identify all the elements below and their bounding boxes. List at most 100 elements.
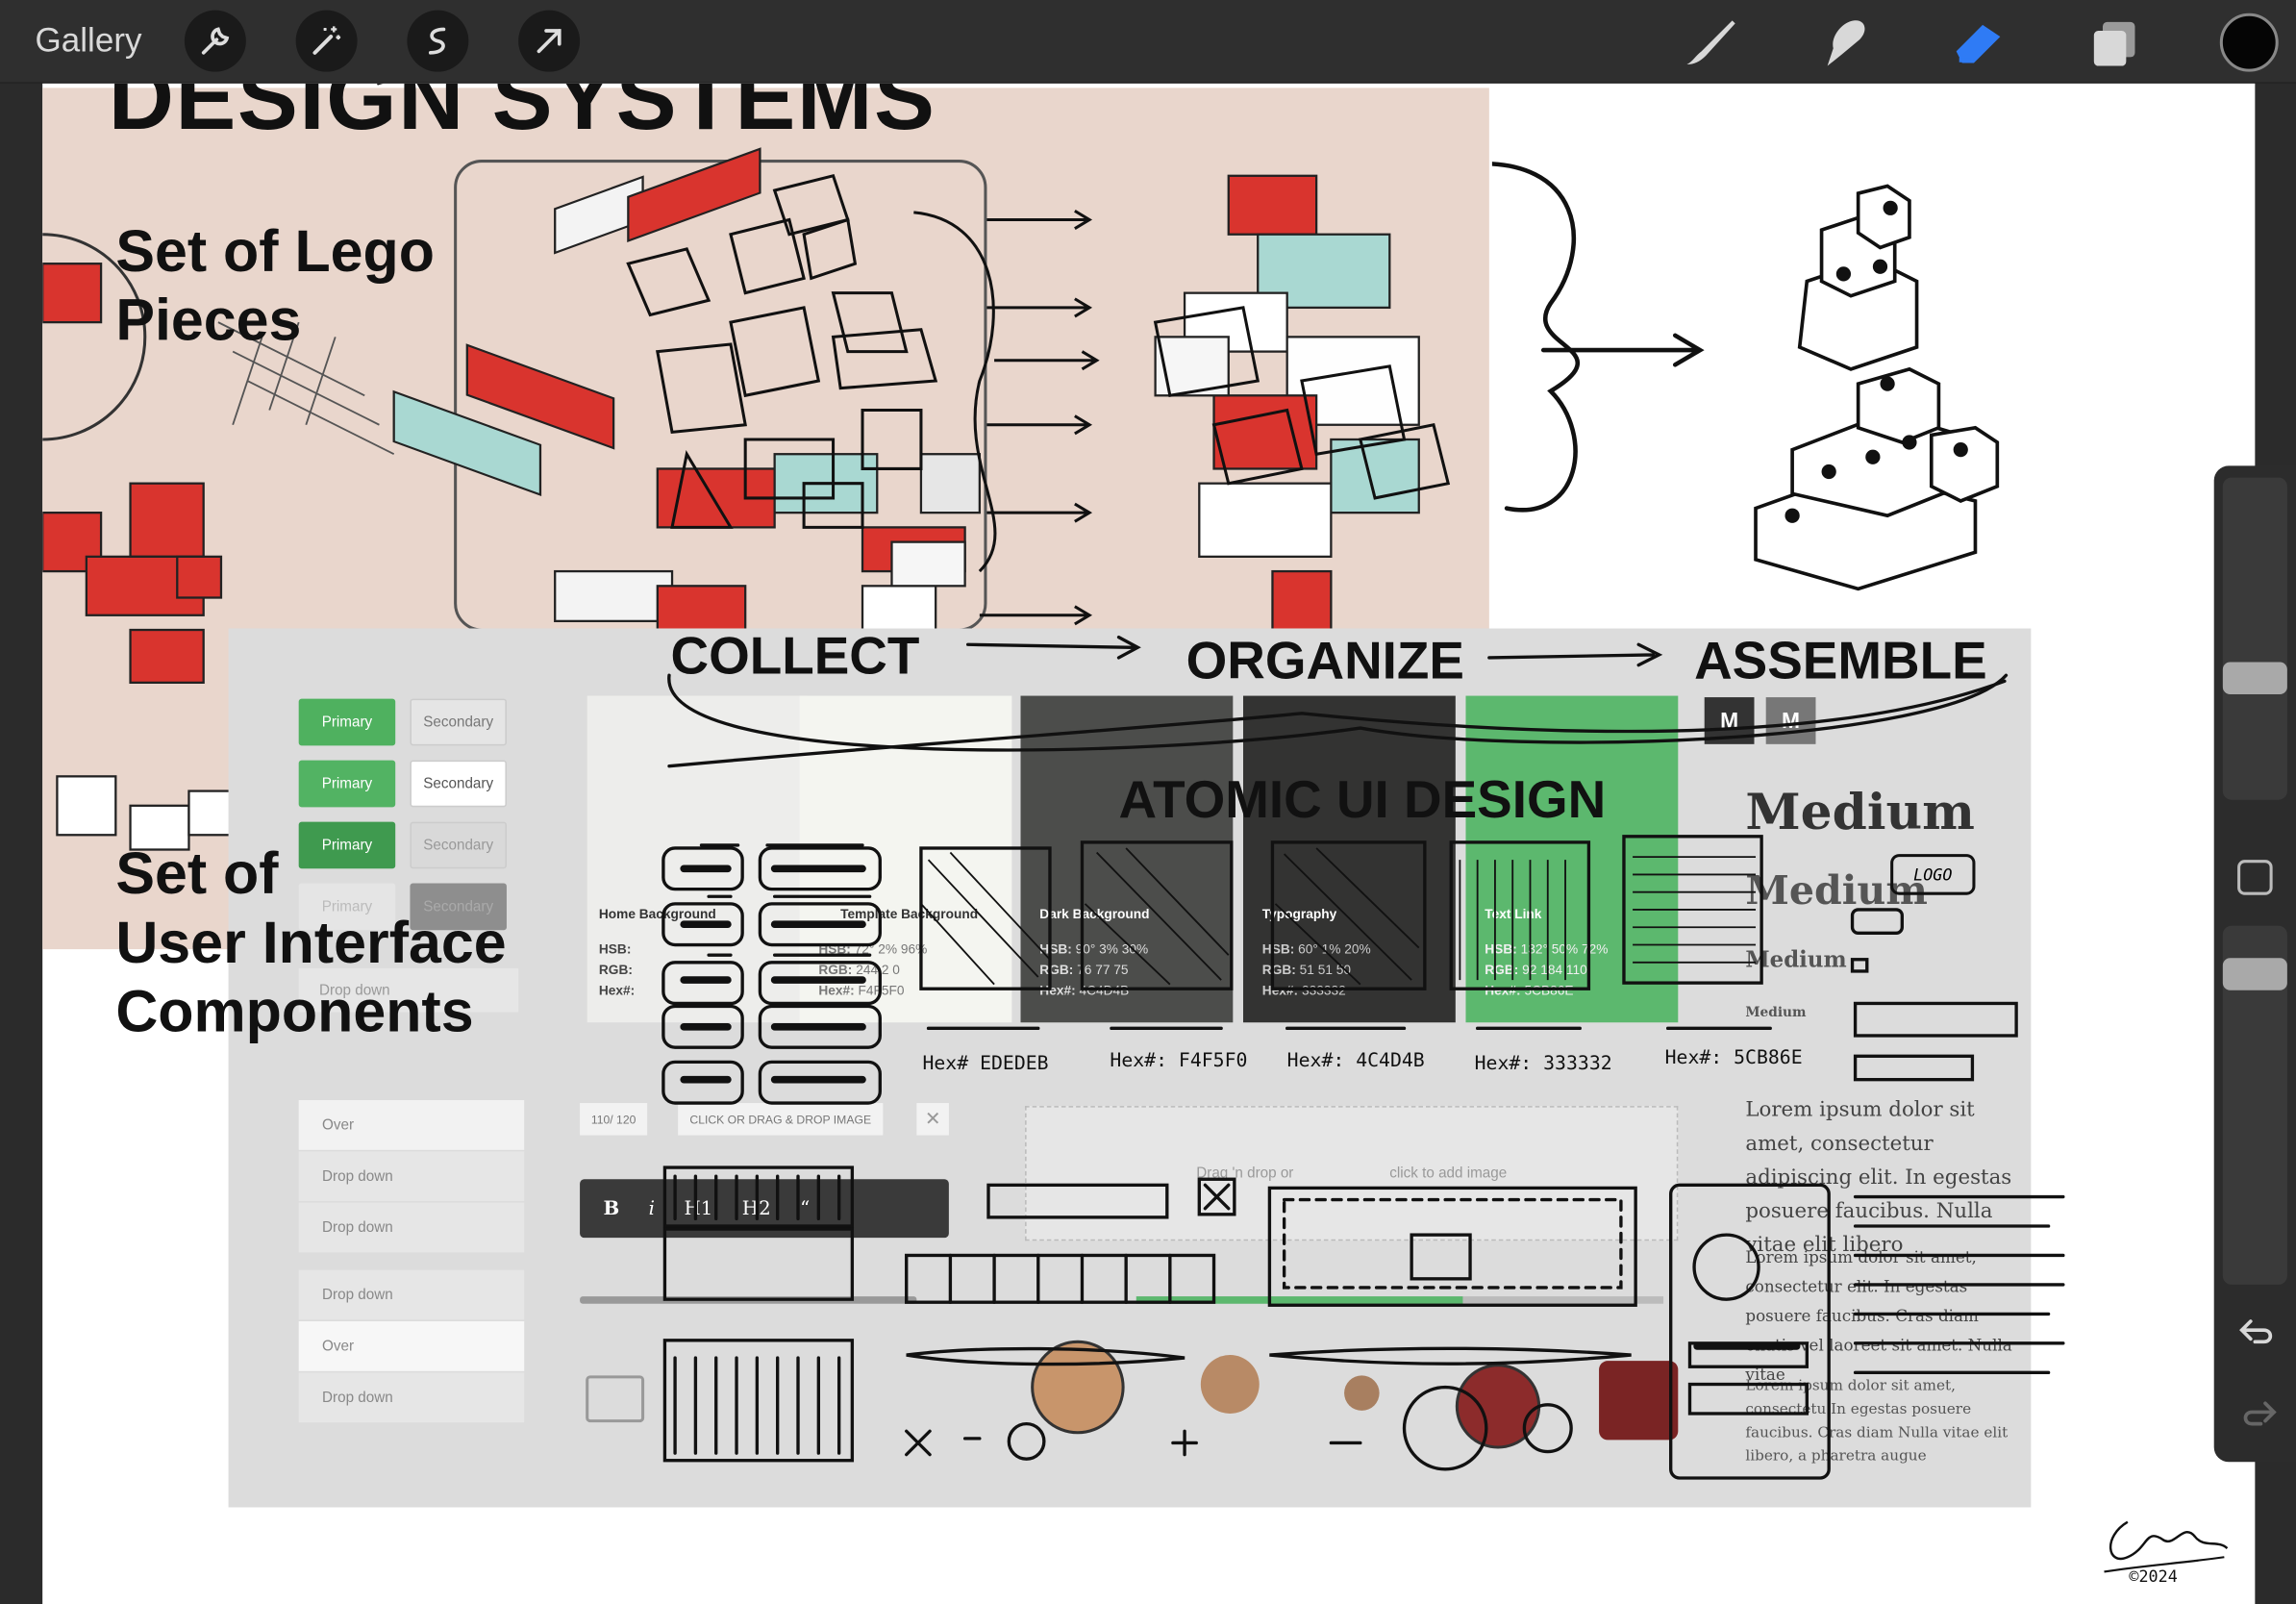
- avatar: [1599, 1361, 1679, 1441]
- atomic-ui-design-label: ATOMIC UI DESIGN: [1118, 768, 1607, 830]
- swatch-rgb-label: RGB:: [599, 960, 633, 980]
- magic-wand-icon[interactable]: [295, 10, 358, 72]
- rgb-label: RGB:: [1039, 962, 1074, 978]
- heading-sample-tiny: Medium: [1745, 1006, 1807, 1021]
- swatch-rgb: RGB: 76 77 75: [1039, 960, 1128, 980]
- upload-button: CLICK OR DRAG & DROP IMAGE: [678, 1103, 884, 1136]
- character-counter: 110/ 120: [580, 1103, 648, 1136]
- smudge-icon[interactable]: [1815, 14, 1874, 70]
- swatch-home-background: [586, 695, 808, 1023]
- secondary-button: Secondary: [410, 760, 507, 808]
- handwritten-hex: Hex# EDEDEB: [922, 1053, 1049, 1076]
- dropdown-item: Drop down: [298, 1151, 525, 1202]
- dropdown-collapsed: Drop down: [298, 967, 519, 1013]
- secondary-button: Secondary: [410, 698, 507, 746]
- click-hint: click to add image: [1389, 1165, 1508, 1183]
- ui-label-line2: User Interface: [115, 911, 507, 976]
- lorem-paragraph-large: Lorem ipsum dolor sit amet, consectetur …: [1745, 1098, 2012, 1257]
- hsb-value: 60° 1% 20%: [1298, 941, 1371, 957]
- progress-fill: [1136, 1296, 1463, 1304]
- collect-label: COLLECT: [670, 625, 920, 686]
- hsb-label: HSB:: [1261, 941, 1295, 957]
- logo-sketch: LOGO: [1890, 854, 1976, 895]
- assemble-label: ASSEMBLE: [1694, 630, 1987, 690]
- secondary-button: Secondary: [410, 821, 507, 869]
- ui-label-line1: Set of: [115, 841, 279, 907]
- layers-icon[interactable]: [2085, 14, 2144, 70]
- gallery-button[interactable]: Gallery: [35, 20, 142, 59]
- primary-button: Primary: [298, 760, 396, 808]
- handwritten-hex: Hex#: F4F5F0: [1110, 1050, 1248, 1073]
- italic-button: i: [648, 1197, 656, 1220]
- swatch-text-link: [1465, 695, 1679, 1023]
- rgb-value: 51 51 50: [1299, 962, 1352, 978]
- rgb-label: RGB:: [1485, 962, 1519, 978]
- hex-label: Hex#:: [818, 983, 855, 998]
- swatch-hex-label: Hex#:: [599, 980, 635, 1000]
- drawing-canvas[interactable]: DESIGN SYSTEMS Set of Lego Pieces: [42, 83, 2256, 1604]
- avatar: [1031, 1340, 1125, 1435]
- wrench-icon[interactable]: [184, 10, 246, 72]
- dropdown-over-state: Over: [298, 1099, 525, 1150]
- handwritten-hex: Hex#: 5CB86E: [1664, 1047, 1803, 1069]
- progress-track: [1136, 1296, 1664, 1304]
- rgb-value: 76 77 75: [1077, 962, 1129, 978]
- hsb-label: HSB:: [1485, 941, 1517, 957]
- brush-size-slider[interactable]: [2222, 477, 2287, 800]
- lorem-paragraph-medium: Lorem ipsum dolor sit amet, consectetur …: [1745, 1247, 2012, 1385]
- primary-button: Primary: [298, 821, 396, 869]
- quote-button: “: [800, 1197, 811, 1220]
- swatch-typography: [1242, 695, 1456, 1023]
- hsb-value: 132° 50% 72%: [1520, 941, 1609, 957]
- brush-opacity-thumb[interactable]: [2222, 958, 2287, 990]
- swatch-name: Typography: [1261, 906, 1337, 922]
- handwritten-hex: Hex#: 333332: [1474, 1053, 1612, 1076]
- avatar: [1344, 1375, 1380, 1411]
- sketch-overlay: [661, 635, 2065, 1480]
- hsb-label: HSB:: [598, 941, 632, 957]
- artist-signature: [2104, 1520, 2229, 1573]
- lego-bricks-drawing: [42, 147, 1451, 851]
- close-icon: ✕: [916, 1103, 949, 1136]
- signature-year: ©2024: [2129, 1566, 2178, 1587]
- hex-label: Hex#:: [598, 983, 636, 998]
- heading-sample-large: Medium: [1745, 783, 1975, 842]
- square-icon[interactable]: [2237, 860, 2273, 895]
- swatch-name: Template Background: [840, 906, 979, 922]
- secondary-button: Secondary: [410, 883, 507, 931]
- redo-icon[interactable]: [2237, 1394, 2279, 1433]
- rgb-label: RGB:: [1261, 962, 1296, 978]
- color-picker-swatch[interactable]: [2219, 13, 2279, 72]
- undo-icon[interactable]: [2237, 1313, 2279, 1351]
- swatch-hsb-label: HSB:: [599, 939, 632, 959]
- swatch-name: Home Background: [598, 906, 716, 922]
- selection-icon[interactable]: [407, 10, 469, 72]
- swatch-rgb: RGB: 92 184 110: [1485, 960, 1586, 980]
- lego-label-line1: Set of Lego: [115, 219, 435, 285]
- h1-button: H1: [684, 1197, 713, 1220]
- assembly-sketch: [1491, 162, 2000, 591]
- swatch-hsb: HSB: 132° 50% 72%: [1485, 939, 1608, 959]
- typeface-sample-gray: M: [1765, 697, 1816, 744]
- dropdown-over-state: Over: [298, 1321, 525, 1371]
- ui-label-line3: Components: [115, 980, 474, 1045]
- transform-arrow-icon[interactable]: [518, 10, 581, 72]
- rgb-label: RGB:: [598, 962, 633, 978]
- brush-icon[interactable]: [1681, 14, 1739, 70]
- dropdown-item: Drop down: [298, 1202, 525, 1253]
- avatar: [1200, 1355, 1260, 1414]
- brush-size-thumb[interactable]: [2222, 662, 2287, 695]
- lego-label-line2: Pieces: [115, 288, 302, 354]
- handwritten-hex: Hex#: 4C4D4B: [1286, 1050, 1425, 1073]
- swatch-hsb: HSB: 60° 1% 20%: [1262, 939, 1371, 959]
- dropdown-item: Drop down: [298, 1372, 525, 1423]
- page-title: DESIGN SYSTEMS: [108, 83, 936, 150]
- dropdown-collapsed: Drop down: [298, 1269, 525, 1320]
- swatch-rgb: RGB: 51 51 50: [1262, 960, 1351, 980]
- rgb-label: RGB:: [818, 962, 853, 978]
- bold-button: B: [603, 1197, 620, 1220]
- top-toolbar: Gallery: [0, 0, 2296, 84]
- eraser-icon[interactable]: [1951, 14, 2009, 70]
- organize-label: ORGANIZE: [1185, 630, 1464, 690]
